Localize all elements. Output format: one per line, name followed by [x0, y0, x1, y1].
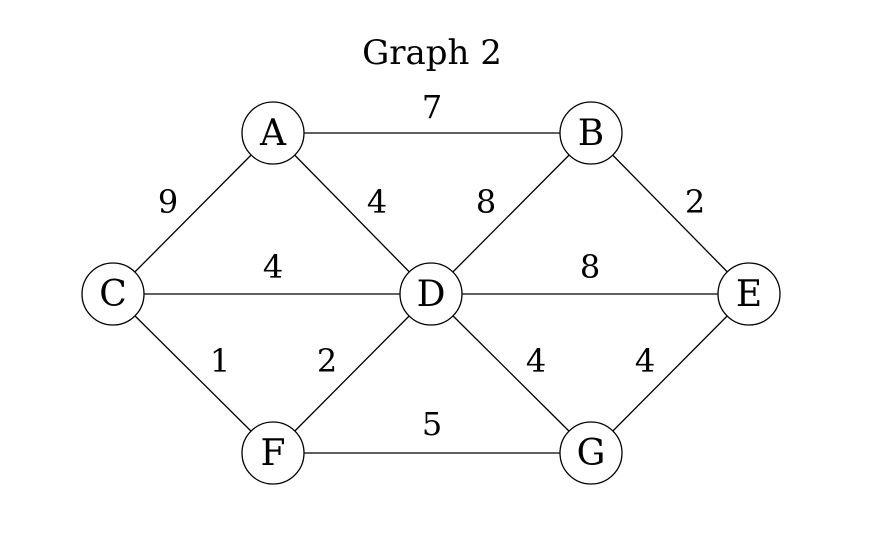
node-label: B [578, 113, 604, 154]
node-a: A [241, 101, 305, 165]
edge-b-e [612, 154, 728, 273]
node-b: B [559, 101, 623, 165]
edges-layer [134, 132, 728, 454]
edge-weight-c-d: 4 [263, 248, 283, 286]
edge-weight-d-f: 2 [317, 342, 337, 380]
node-label: D [417, 274, 446, 315]
edge-weight-d-g: 4 [526, 342, 546, 380]
edge-a-c [134, 154, 252, 273]
edge-weight-d-e: 8 [580, 248, 600, 286]
node-g: G [559, 421, 623, 485]
edge-b-d [452, 154, 570, 273]
node-label: A [259, 113, 287, 154]
edge-weight-e-g: 4 [635, 342, 655, 380]
node-circle [399, 262, 463, 326]
edge-d-f [294, 315, 410, 432]
graph-title: Graph 2 [362, 33, 502, 73]
node-d: D [399, 262, 463, 326]
edge-weight-a-d: 4 [367, 183, 387, 221]
edge-d-g [452, 315, 570, 432]
edge-weight-b-d: 8 [476, 183, 496, 221]
node-e: E [717, 262, 781, 326]
edge-weight-c-f: 1 [210, 342, 230, 380]
edge-c-f [134, 315, 252, 432]
node-circle [241, 101, 305, 165]
node-label: E [736, 274, 762, 315]
node-f: F [241, 421, 305, 485]
node-c: C [81, 262, 145, 326]
node-circle [81, 262, 145, 326]
node-label: G [577, 433, 606, 474]
edge-weight-f-g: 5 [422, 405, 442, 443]
edge-weight-a-c: 9 [158, 183, 178, 221]
node-circle [559, 421, 623, 485]
nodes-layer: A B C D E F G [81, 101, 781, 485]
node-label: C [99, 274, 127, 315]
node-circle [241, 421, 305, 485]
node-circle [559, 101, 623, 165]
edge-weight-b-e: 2 [685, 183, 705, 221]
edge-weight-a-b: 7 [422, 88, 442, 126]
edge-a-d [294, 154, 410, 273]
node-label: F [261, 433, 286, 474]
node-circle [717, 262, 781, 326]
edge-e-g [612, 315, 728, 432]
